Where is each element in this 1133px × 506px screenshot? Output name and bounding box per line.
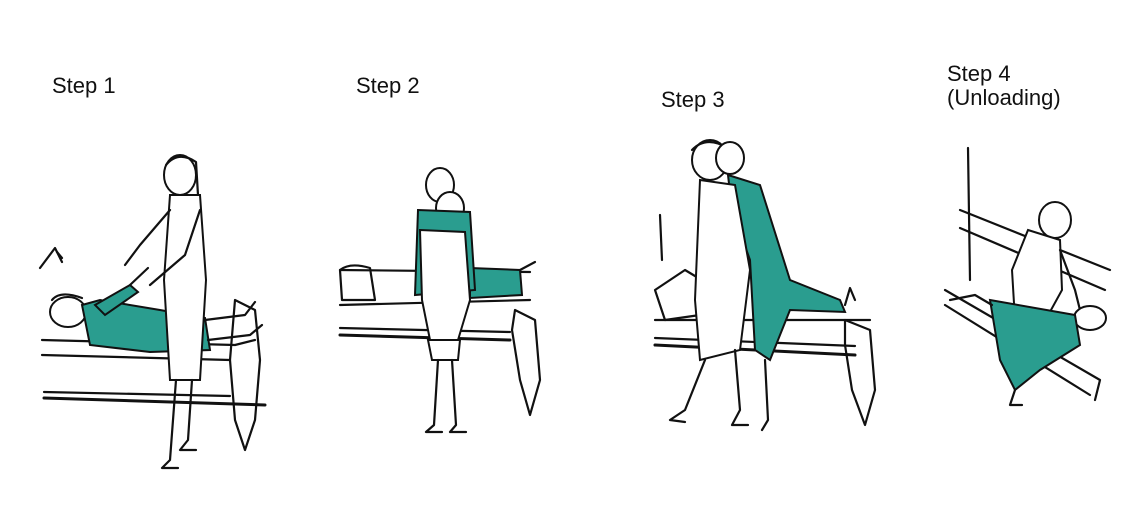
step-1-illustration	[30, 0, 280, 506]
patient-head	[50, 297, 86, 327]
bed-rail-left	[40, 248, 62, 268]
step-3-illustration	[640, 0, 900, 506]
patient-legs	[470, 268, 522, 298]
patient-gown	[990, 300, 1080, 390]
step-4-illustration	[930, 0, 1130, 506]
caregiver-head	[1039, 202, 1071, 238]
patient-head	[716, 142, 744, 174]
caregiver-arm	[125, 210, 170, 265]
patient-head	[1074, 306, 1106, 330]
blanket-drape	[845, 320, 875, 425]
caregiver-skirt	[428, 340, 460, 360]
bed-pole	[660, 215, 662, 260]
blanket-drape	[230, 300, 260, 450]
caregiver-body	[164, 195, 206, 380]
blanket-drape	[512, 310, 540, 415]
bed-frame	[44, 398, 265, 405]
step-2-illustration	[330, 0, 570, 506]
bed-frame	[340, 335, 510, 340]
